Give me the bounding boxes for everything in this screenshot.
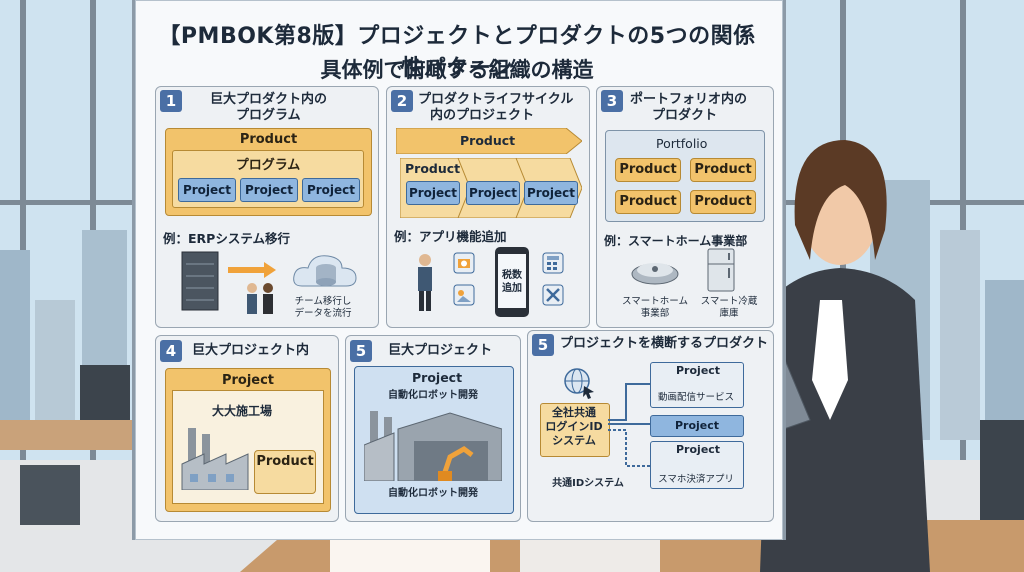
panel-3-product-3: Product bbox=[615, 190, 681, 214]
panel-6-project-3: Project bbox=[676, 443, 721, 456]
panel-2-phone-line2: 追加 bbox=[502, 283, 522, 294]
presenter-icon bbox=[418, 254, 432, 311]
panel-6-service-b-box bbox=[650, 441, 744, 489]
panel-3-example: 例：スマートホーム事業部 bbox=[604, 234, 748, 248]
panel-3-portfolio-label: Portfolio bbox=[656, 136, 708, 151]
panel-5-top-caption: 自動化ロボット開発 bbox=[388, 390, 478, 401]
connection-arrows bbox=[608, 379, 656, 471]
factory-icon bbox=[181, 428, 249, 490]
panel-3-caption-b-line2: 庫庫 bbox=[719, 308, 739, 319]
panel-2-title-line1: プロダクトライフサイクル bbox=[418, 92, 574, 107]
panel-6-number: 5 bbox=[532, 334, 554, 356]
panel-2-inner-product-label: Product bbox=[405, 161, 461, 176]
panel-6-service-a-box bbox=[650, 362, 744, 408]
panel-3-title-line2: プロダクト bbox=[652, 108, 718, 123]
panel-4-product-label: Product bbox=[256, 454, 314, 469]
globe-cursor-icon bbox=[564, 368, 594, 399]
arrow-right-icon bbox=[228, 262, 276, 278]
camera-icon bbox=[453, 252, 475, 274]
panel-6-project-2: Project bbox=[650, 415, 744, 437]
board-title: 【PMBOK第8版】プロジェクトとプロダクトの5つの関係性パターン bbox=[158, 24, 756, 81]
panel-3-caption-b-line1: スマート冷蔵 bbox=[700, 296, 758, 307]
panel-4-number: 4 bbox=[160, 340, 182, 362]
smartphone-icon bbox=[495, 247, 529, 317]
panel-1-caption-line2: データを流行 bbox=[294, 308, 352, 319]
panel-1-caption-line1: チーム移行し bbox=[294, 296, 352, 307]
product-lifecycle-arrow bbox=[396, 128, 582, 154]
panel-3-product-2: Product bbox=[690, 158, 756, 182]
panel-5-title: 巨大プロジェクト bbox=[388, 343, 493, 358]
panel-6-center-box bbox=[540, 403, 610, 457]
refrigerator-icon bbox=[707, 248, 735, 292]
panel-1-title-line2: プログラム bbox=[236, 108, 301, 123]
panel-2-project-2: Project bbox=[466, 181, 520, 205]
cloud-database-icon bbox=[293, 255, 357, 287]
panel-1-example: 例：ERPシステム移行 bbox=[163, 231, 290, 246]
panel-6-project-1: Project bbox=[676, 364, 721, 377]
panel-4-title: 巨大プロジェクト内 bbox=[192, 343, 310, 358]
board-subtitle: 具体例で俯瞰する組織の構造 bbox=[320, 58, 594, 82]
panel-1-title-line1: 巨大プロダクト内の bbox=[210, 92, 328, 107]
panel-1-number: 1 bbox=[160, 90, 182, 112]
panel-1-project-2: Project bbox=[240, 178, 298, 202]
panel-3-number: 3 bbox=[601, 90, 623, 112]
panel-4-project-label: Project bbox=[221, 373, 275, 388]
panel-3-product-1: Product bbox=[615, 158, 681, 182]
calculator-icon bbox=[542, 252, 564, 274]
panel-4-product-box: Product bbox=[254, 450, 316, 494]
panel-5-project-label: Project bbox=[412, 370, 463, 385]
server-rack-icon bbox=[181, 251, 219, 311]
robot-factory-icon bbox=[364, 411, 502, 481]
panel-5-bottom-caption: 自動化ロボット開発 bbox=[388, 488, 478, 499]
panel-2-phone-line1: 税数 bbox=[502, 270, 522, 281]
panel-6-center-line3: システム bbox=[552, 434, 596, 447]
panel-2-project-3: Project bbox=[524, 181, 578, 205]
panel-6-center-line2: ログインID bbox=[545, 420, 603, 433]
panel-3-caption-a-line1: スマートホーム bbox=[622, 296, 688, 307]
tools-icon bbox=[542, 284, 564, 306]
panel-6-service-a: 動画配信サービス bbox=[657, 392, 734, 403]
panel-6-service-b: スマホ決済アプリ bbox=[658, 474, 734, 485]
panel-1-project-1: Project bbox=[178, 178, 236, 202]
photo-icon bbox=[453, 284, 475, 306]
panel-6-title: プロジェクトを横断するプロダクト bbox=[560, 336, 769, 351]
people-icon bbox=[247, 283, 273, 314]
panel-3-title-line1: ポートフォリオ内の bbox=[630, 92, 748, 107]
panel-2-number: 2 bbox=[391, 90, 413, 112]
panel-6-center-line1: 全社共通 bbox=[552, 406, 596, 419]
panel-2-title-line2: 内のプロジェクト bbox=[430, 108, 535, 123]
panel-2-product-label: Product bbox=[460, 133, 516, 148]
panel-3-caption-a-line2: 事業部 bbox=[640, 308, 670, 319]
panel-4-factory-label: 大大施工場 bbox=[212, 404, 273, 418]
panel-3-product-4: Product bbox=[690, 190, 756, 214]
robot-vacuum-icon bbox=[631, 263, 679, 285]
panel-6-bottom-label: 共通IDシステム bbox=[552, 478, 624, 489]
panel-1-product-label: Product bbox=[239, 132, 298, 147]
panel-1-project-3: Project bbox=[302, 178, 360, 202]
panel-1-program-label: プログラム bbox=[235, 158, 301, 173]
panel-5-number: 5 bbox=[350, 340, 372, 362]
panel-2-example: 例：アプリ機能追加 bbox=[394, 229, 507, 244]
panel-2-project-1: Project bbox=[406, 181, 460, 205]
